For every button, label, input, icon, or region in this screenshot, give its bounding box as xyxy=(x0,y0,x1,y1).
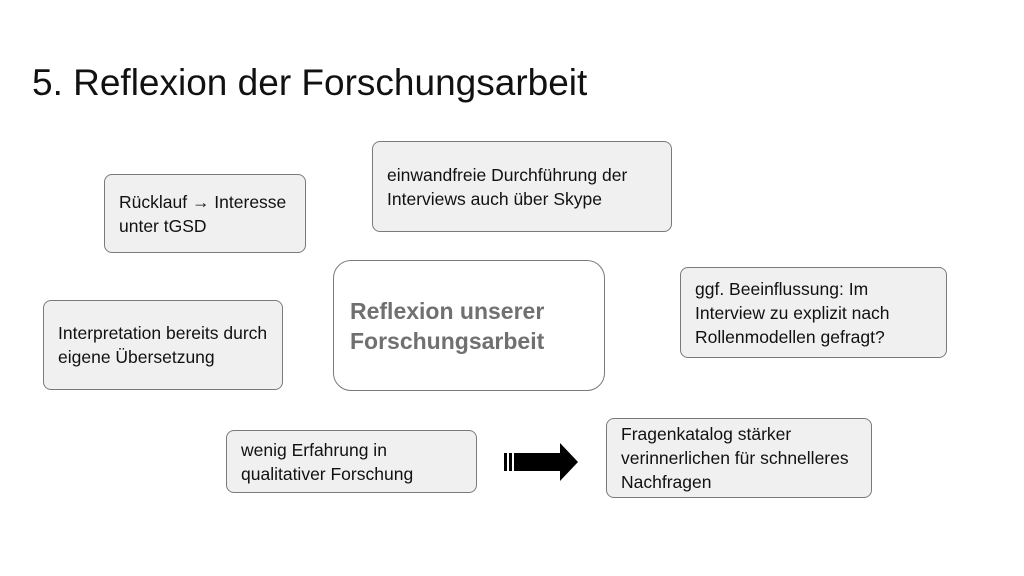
slide-title: 5. Reflexion der Forschungsarbeit xyxy=(32,62,588,103)
erfahrung-text: wenig Erfahrung in qualitativer Forschun… xyxy=(241,439,414,484)
erfahrung-box: wenig Erfahrung in qualitativer Forschun… xyxy=(226,430,477,493)
center-label-line1: Reflexion unserer xyxy=(350,297,545,324)
center-node: Reflexion unserer Forschungsarbeit xyxy=(333,260,605,391)
fragenkatalog-text: Fragenkatalog stärker verinnerlichen für… xyxy=(621,424,849,492)
fragenkatalog-box: Fragenkatalog stärker verinnerlichen für… xyxy=(606,418,872,498)
ruecklauf-text: Rücklauf → Interesse unter tGSD xyxy=(119,191,287,236)
beeinflussung-box: ggf. Beeinflussung: Im Interview zu expl… xyxy=(680,267,947,358)
interpretation-box: Interpretation bereits durch eigene Über… xyxy=(43,300,283,390)
right-arrow-icon xyxy=(504,443,578,481)
center-label-line2: Forschungsarbeit xyxy=(350,327,545,354)
durchfuehrung-text: einwandfreie Durchführung der Interviews… xyxy=(387,164,628,209)
durchfuehrung-box: einwandfreie Durchführung der Interviews… xyxy=(372,141,672,232)
beeinflussung-text: ggf. Beeinflussung: Im Interview zu expl… xyxy=(695,278,890,347)
ruecklauf-box: Rücklauf → Interesse unter tGSD xyxy=(104,174,306,253)
interpretation-text: Interpretation bereits durch eigene Über… xyxy=(58,323,268,367)
